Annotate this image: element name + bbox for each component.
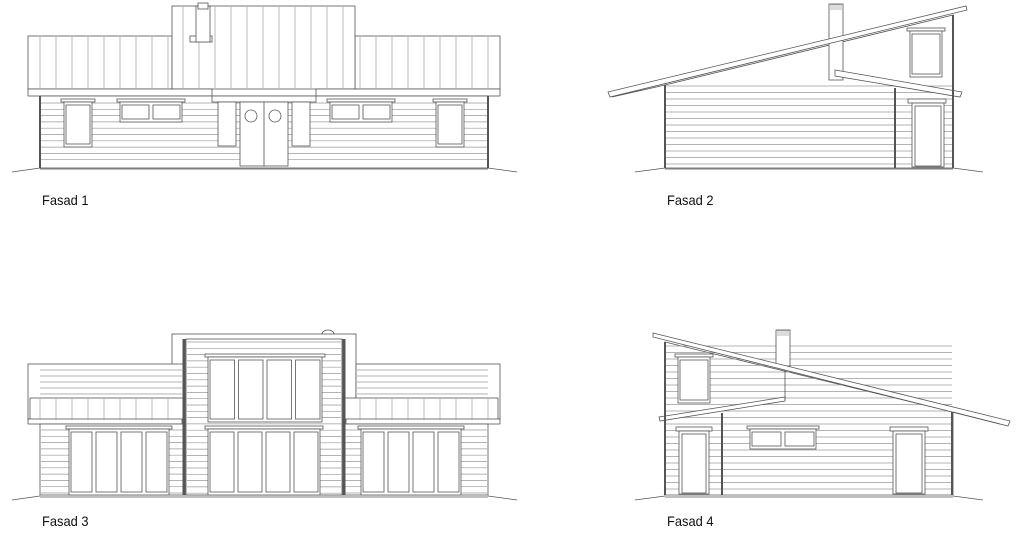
window-pane bbox=[238, 359, 264, 420]
glass-doors-right bbox=[357, 425, 465, 496]
window-double bbox=[746, 425, 820, 450]
chimney-cap bbox=[197, 2, 209, 10]
window-tall-right bbox=[432, 98, 468, 148]
window-pane bbox=[209, 431, 235, 493]
window-double-left bbox=[116, 98, 186, 123]
window-pane bbox=[70, 431, 93, 493]
door-head bbox=[675, 426, 713, 432]
porthole-window bbox=[268, 109, 282, 123]
window-pane bbox=[784, 431, 815, 447]
ground-line bbox=[952, 495, 984, 501]
window-pane bbox=[387, 431, 410, 493]
label-fasad-1: Fasad 1 bbox=[42, 192, 89, 208]
chimney bbox=[775, 329, 791, 367]
window-head bbox=[674, 353, 714, 358]
window-head bbox=[746, 425, 820, 430]
window-pane bbox=[911, 33, 941, 75]
porch-roof bbox=[211, 95, 317, 103]
window-head bbox=[65, 425, 173, 430]
label-fasad-2: Fasad 2 bbox=[667, 192, 714, 208]
ground-line bbox=[952, 167, 984, 173]
window-pane bbox=[145, 431, 168, 493]
fasad-3-drawing bbox=[11, 329, 518, 501]
right-eave bbox=[345, 418, 501, 425]
lower-roof bbox=[658, 396, 786, 422]
glass-doors-center bbox=[204, 425, 324, 496]
window-pane bbox=[65, 104, 91, 145]
left-fascia bbox=[29, 397, 184, 421]
left-eave bbox=[27, 418, 183, 425]
upper-window-band bbox=[204, 353, 326, 423]
window-pane bbox=[265, 431, 291, 493]
window-double-right bbox=[326, 98, 396, 123]
lower-roof bbox=[834, 69, 963, 98]
side-light-left bbox=[217, 101, 237, 147]
ground-line bbox=[634, 167, 666, 173]
ground-line bbox=[11, 167, 41, 173]
window-pane bbox=[120, 431, 143, 493]
label-fasad-4: Fasad 4 bbox=[667, 513, 714, 529]
fasad-1-drawing bbox=[11, 2, 518, 173]
ground-line bbox=[11, 495, 41, 501]
ground-line bbox=[487, 167, 518, 173]
left-eave bbox=[27, 88, 213, 97]
fasad-4-drawing bbox=[634, 329, 1011, 501]
main-roof bbox=[607, 5, 968, 98]
window-pane bbox=[152, 104, 181, 120]
window-pane bbox=[237, 431, 263, 493]
soffit bbox=[952, 411, 1001, 425]
window-pane bbox=[362, 431, 385, 493]
upper-window bbox=[906, 27, 946, 78]
window-head bbox=[116, 98, 186, 103]
label-fasad-3: Fasad 3 bbox=[42, 513, 89, 529]
glass-doors-left bbox=[65, 425, 173, 496]
window-head bbox=[60, 98, 96, 103]
window-head bbox=[906, 27, 946, 32]
fasad-2-drawing bbox=[607, 3, 984, 173]
door-head bbox=[889, 426, 929, 432]
window-head bbox=[204, 425, 324, 430]
window-head bbox=[432, 98, 468, 103]
window-pane bbox=[412, 431, 435, 493]
ground-line bbox=[634, 495, 666, 501]
upper-window bbox=[674, 353, 714, 404]
window-pane bbox=[331, 104, 360, 120]
side-light-right bbox=[291, 101, 311, 147]
door-leaf bbox=[681, 433, 707, 494]
window-pane bbox=[95, 431, 118, 493]
window-pane bbox=[266, 359, 292, 420]
ground-line bbox=[487, 495, 518, 501]
chimney bbox=[195, 5, 211, 43]
window-pane bbox=[121, 104, 150, 120]
window-head bbox=[326, 98, 396, 103]
window-pane bbox=[362, 104, 391, 120]
window-pane bbox=[437, 431, 460, 493]
right-fascia bbox=[344, 397, 499, 421]
door-leaf bbox=[914, 105, 942, 167]
window-pane bbox=[437, 104, 463, 145]
door-leaf bbox=[895, 433, 923, 494]
door-head bbox=[907, 98, 947, 104]
window-pane bbox=[679, 359, 709, 401]
central-roof bbox=[171, 5, 356, 90]
left-roof bbox=[27, 35, 173, 90]
window-pane bbox=[293, 431, 319, 493]
right-eave bbox=[315, 88, 501, 97]
soffit bbox=[611, 84, 666, 98]
window-pane bbox=[751, 431, 782, 447]
porthole-window bbox=[244, 109, 258, 123]
window-head bbox=[204, 353, 326, 358]
main-roof bbox=[652, 332, 1011, 427]
roof-hatch bbox=[321, 329, 335, 335]
window-head bbox=[357, 425, 465, 430]
window-tall-left bbox=[60, 98, 96, 148]
window-pane bbox=[295, 359, 321, 420]
right-roof bbox=[354, 35, 501, 90]
window-pane bbox=[209, 359, 235, 420]
